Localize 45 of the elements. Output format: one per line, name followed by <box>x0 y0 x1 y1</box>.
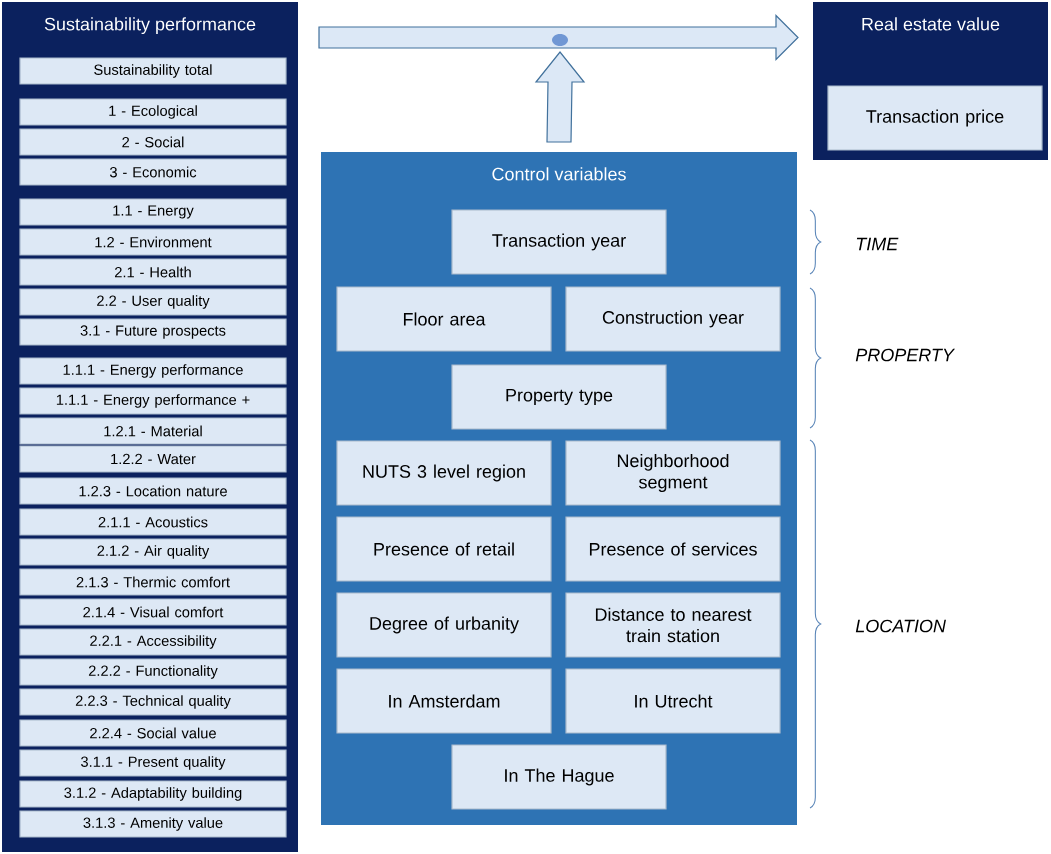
group-label: LOCATION <box>855 619 946 633</box>
value-box: Transaction price <box>827 85 1043 151</box>
variable-box: Distance to nearest train station <box>565 592 781 658</box>
variable-box: In Amsterdam <box>336 668 552 734</box>
indicator-box: 3.1.3 - Amenity value <box>19 810 287 838</box>
variable-box: NUTS 3 level region <box>336 440 552 506</box>
variable-box: Property type <box>451 364 667 430</box>
variable-box: In Utrecht <box>565 668 781 734</box>
variable-box: Floor area <box>336 286 552 352</box>
indicator-box: 1.2.1 - Material <box>19 417 287 445</box>
indicator-box: 1.2.2 - Water <box>19 445 287 473</box>
indicator-box: 2.1 - Health <box>19 258 287 286</box>
indicator-box: 1.1.1 - Energy performance + <box>19 387 287 415</box>
variable-box: Presence of retail <box>336 516 552 582</box>
indicator-box: 1.2 - Environment <box>19 228 287 256</box>
indicator-box: 2.2.3 - Technical quality <box>19 688 287 716</box>
variable-box: Degree of urbanity <box>336 592 552 658</box>
indicator-box: 2.2.2 - Functionality <box>19 658 287 686</box>
indicator-box: 3 - Economic <box>19 158 287 186</box>
indicator-box: 2.1.3 - Thermic comfort <box>19 568 287 596</box>
indicator-box: 2.2.1 - Accessibility <box>19 628 287 656</box>
indicator-box: 2.1.1 - Acoustics <box>19 508 287 536</box>
variable-box: Presence of services <box>565 516 781 582</box>
group-label: PROPERTY <box>855 348 956 362</box>
indicator-box: 2.1.4 - Visual comfort <box>19 598 287 626</box>
block-arrow <box>318 14 799 61</box>
indicator-box: 1.2.3 - Location nature <box>19 477 287 505</box>
indicator-box: 2 - Social <box>19 128 287 156</box>
indicator-box: 2.2 - User quality <box>19 288 287 316</box>
variable-box: Construction year <box>565 286 781 352</box>
variable-box: Transaction year <box>451 209 667 275</box>
indicator-box: 1.1.1 - Energy performance <box>19 357 287 385</box>
indicator-box: 2.2.4 - Social value <box>19 719 287 747</box>
block-arrow <box>534 51 586 143</box>
indicator-box: 3.1 - Future prospects <box>19 318 287 346</box>
indicator-box: Sustainability total <box>19 57 287 85</box>
variable-box: In The Hague <box>451 744 667 810</box>
dot <box>552 34 568 46</box>
indicator-box: 1 - Ecological <box>19 98 287 126</box>
variable-box: Neighborhood segment <box>565 440 781 506</box>
indicator-box: 1.1 - Energy <box>19 198 287 226</box>
indicator-box: 2.1.2 - Air quality <box>19 538 287 566</box>
indicator-box: 3.1.2 - Adaptability building <box>19 780 287 808</box>
group-label: TIME <box>856 237 899 251</box>
indicator-box: 3.1.1 - Present quality <box>19 749 287 777</box>
